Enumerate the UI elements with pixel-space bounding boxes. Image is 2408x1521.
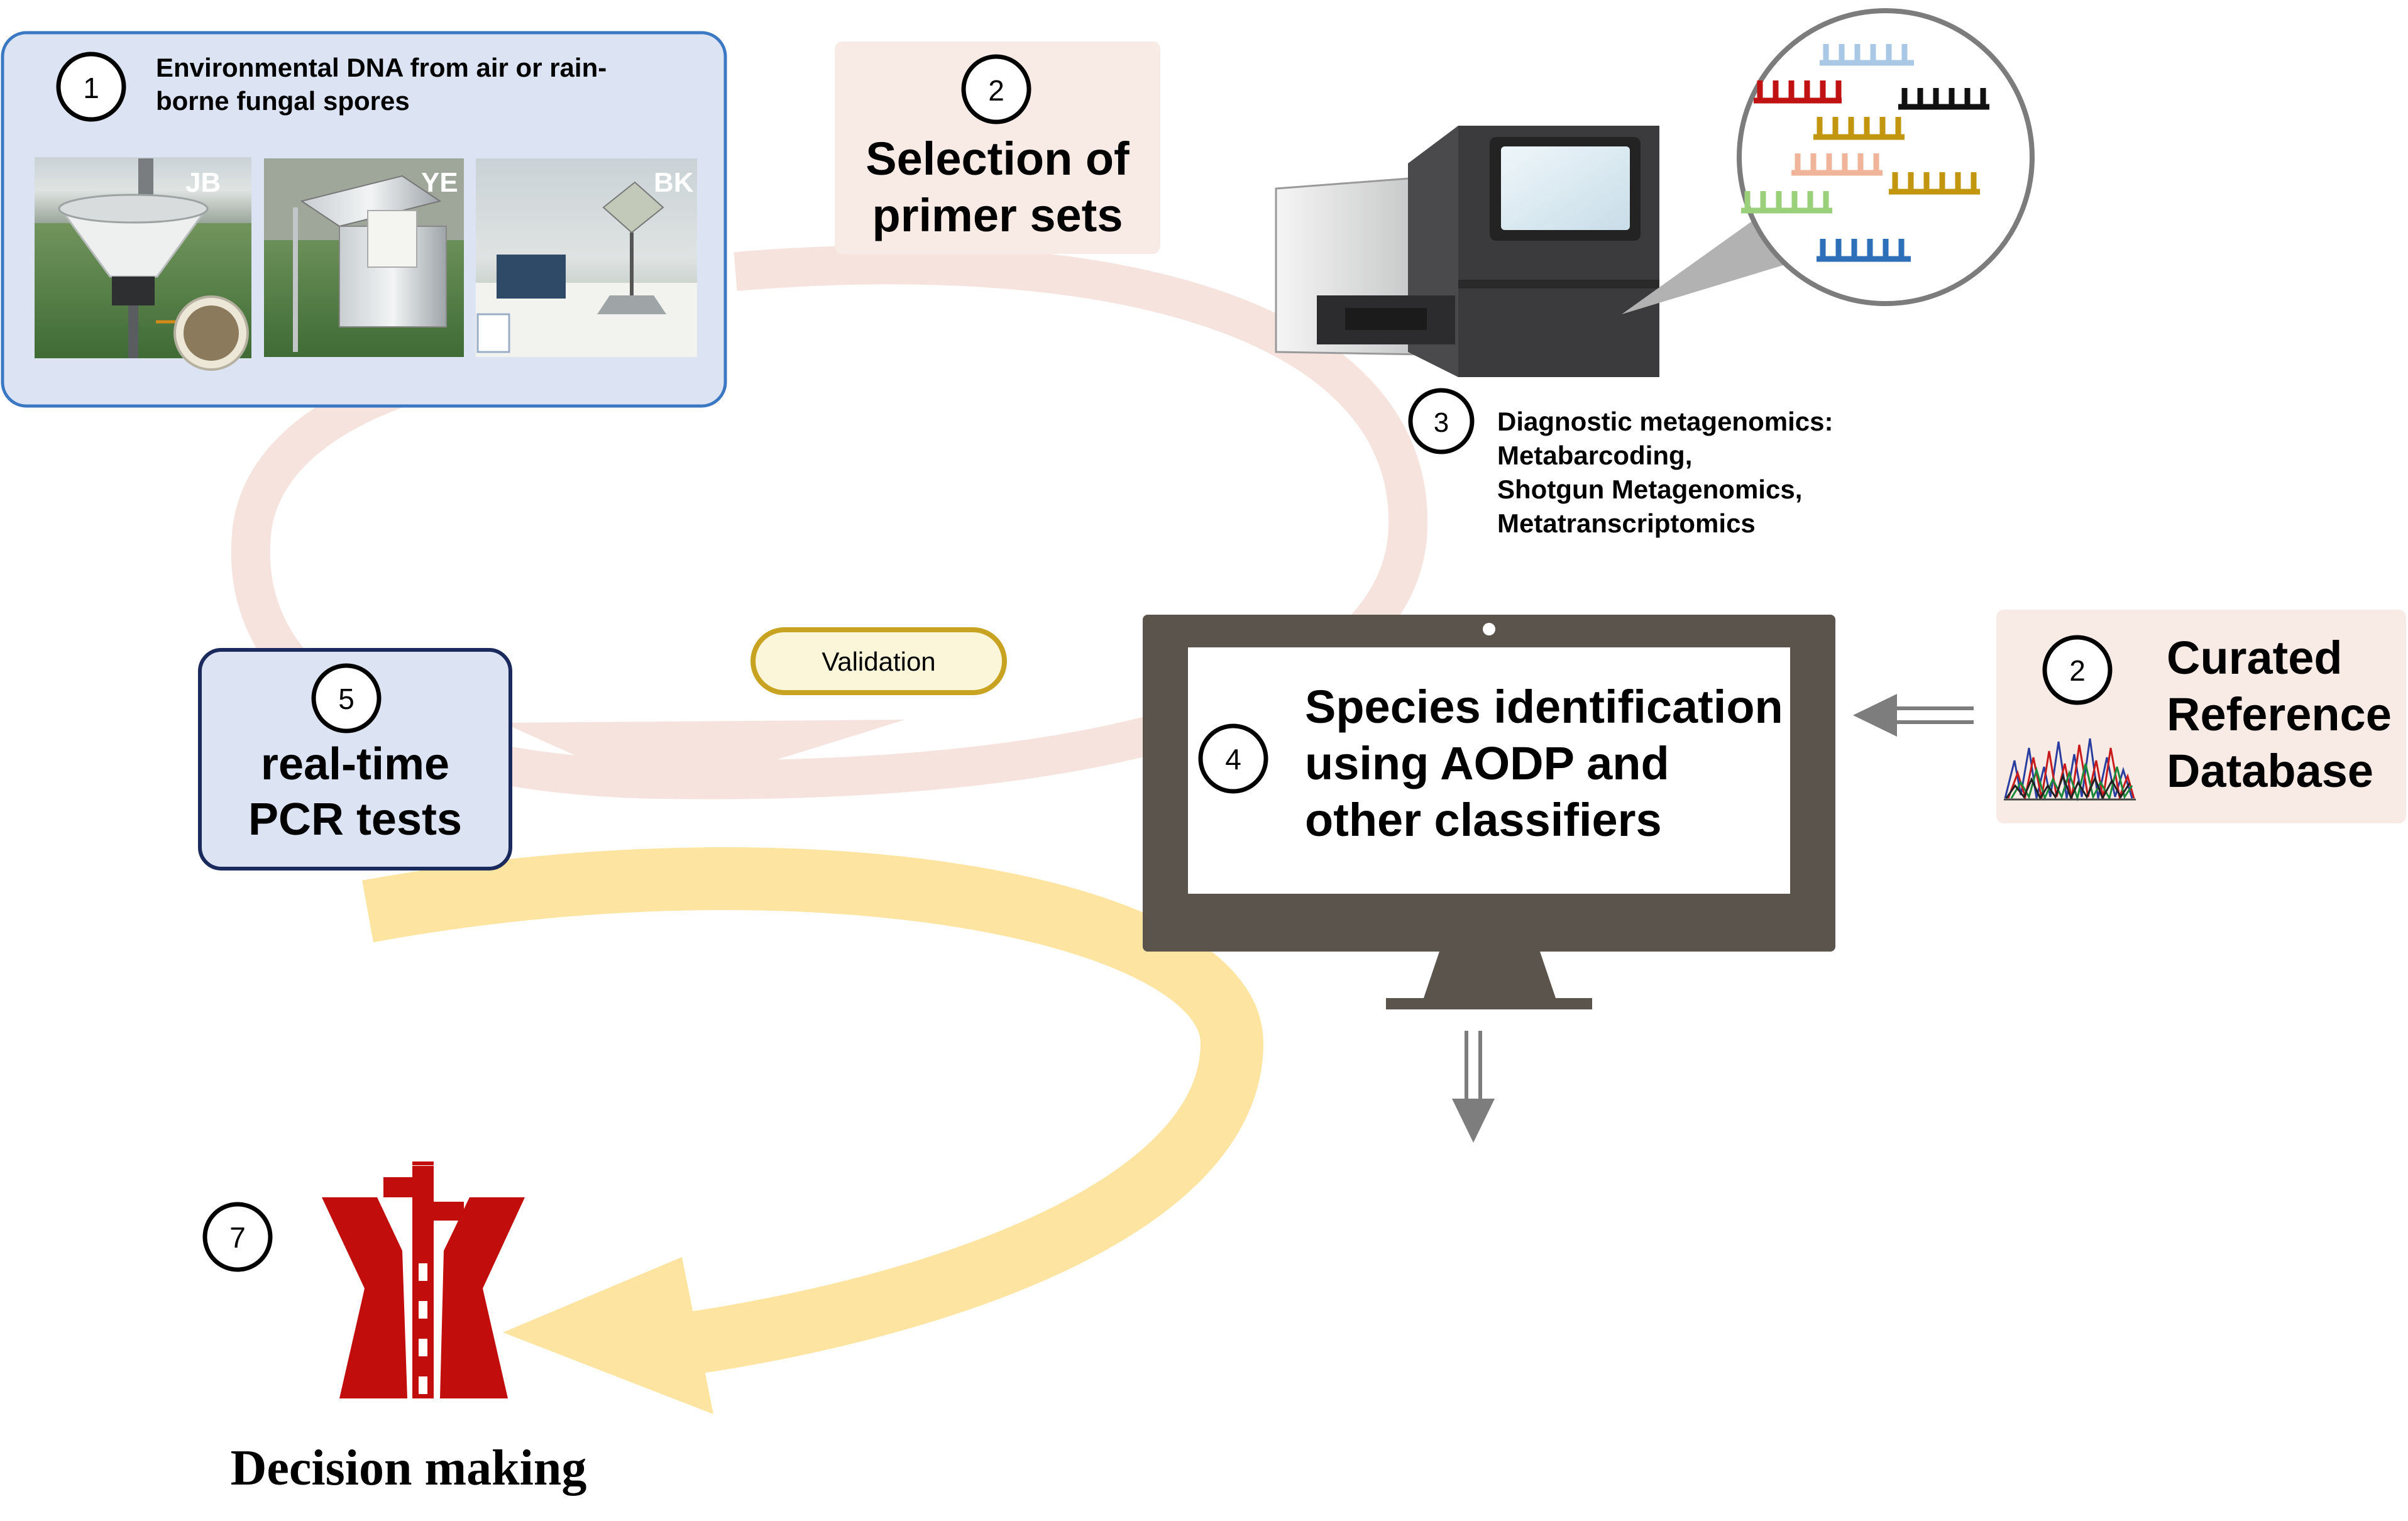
step5-number: 5: [338, 683, 355, 715]
step4-text-line2: using AODP and: [1305, 737, 1669, 789]
photo-label-jb: JB: [185, 167, 221, 198]
step5-text-line1: real-time: [261, 739, 449, 789]
photo-label-bk: BK: [654, 167, 694, 198]
step5-box: [198, 648, 512, 870]
step7-panel: 7 Decision making: [202, 1161, 587, 1496]
validation-label: Validation: [822, 647, 935, 676]
step2-database-text-line1: Curated: [2167, 632, 2343, 684]
road-fork-icon: [322, 1161, 525, 1398]
step5-number-circle: [311, 663, 382, 733]
arrow-down: [1452, 1031, 1495, 1143]
step2-primers-number-circle: [961, 54, 1031, 124]
step2-database-panel: 2 Curated Reference Database: [1996, 610, 2406, 823]
yellow-decision-loop: [362, 847, 1264, 1414]
zoom-cone: [1622, 220, 1798, 314]
step4-text-line3: other classifiers: [1305, 794, 1662, 846]
step4-number: 4: [1225, 743, 1241, 776]
arrow-left: [1853, 694, 1974, 737]
sequencer-icon: [1275, 126, 1659, 377]
step3-text-line2: Metabarcoding,: [1497, 441, 1692, 470]
step4-label: 4 Species identification using AODP and …: [1198, 681, 1783, 846]
step2-primers-number: 2: [988, 74, 1004, 107]
step2-database-text-line2: Reference: [2167, 688, 2392, 740]
step2-primers-box: [835, 41, 1160, 254]
step7-number: 7: [229, 1221, 246, 1254]
step7-label: Decision making: [231, 1441, 587, 1496]
yellow-loop-arrowhead: [503, 1257, 713, 1414]
step2-database-text-line3: Database: [2167, 745, 2373, 797]
step5-text-line2: PCR tests: [248, 794, 462, 845]
step1-text-line2: borne fungal spores: [156, 86, 410, 116]
step1-panel: 1 Environmental DNA from air or rain- bo…: [1, 31, 727, 408]
step2-primers-panel: 2 Selection of primer sets: [835, 41, 1160, 254]
step2-primers-text-line2: primer sets: [872, 189, 1123, 241]
step4-text-line1: Species identification: [1305, 681, 1783, 733]
step3-label: 3 Diagnostic metagenomics: Metabarcoding…: [1408, 388, 1833, 538]
step3-number-circle: [1408, 388, 1475, 454]
photo-bk: BK: [476, 158, 697, 357]
photo-ye: YE: [264, 158, 464, 357]
step7-number-circle: [202, 1202, 273, 1272]
step5-panel: 5 real-time PCR tests: [198, 648, 512, 870]
step1-text-line1: Environmental DNA from air or rain-: [156, 53, 607, 82]
chromatogram-icon: [2004, 738, 2136, 802]
step4-number-circle: [1198, 723, 1268, 794]
photo-jb: JB: [35, 157, 251, 371]
photo-label-ye: YE: [421, 167, 458, 198]
step2-database-number: 2: [2069, 654, 2086, 687]
step3-text-line4: Metatranscriptomics: [1497, 508, 1756, 538]
step1-number: 1: [83, 72, 99, 104]
validation-badge: Validation: [750, 627, 1007, 695]
step2-primers-text-line1: Selection of: [866, 133, 1130, 185]
step3-text-line1: Diagnostic metagenomics:: [1497, 407, 1833, 436]
step1-number-circle: [56, 52, 126, 122]
step3-number: 3: [1434, 407, 1449, 438]
dna-reads-icon: [1737, 8, 2035, 306]
monitor-icon: [1143, 615, 1835, 1009]
step2-database-number-circle: [2042, 635, 2113, 705]
step3-text-line3: Shotgun Metagenomics,: [1497, 475, 1802, 504]
peach-loop-arrowhead: [503, 720, 905, 795]
